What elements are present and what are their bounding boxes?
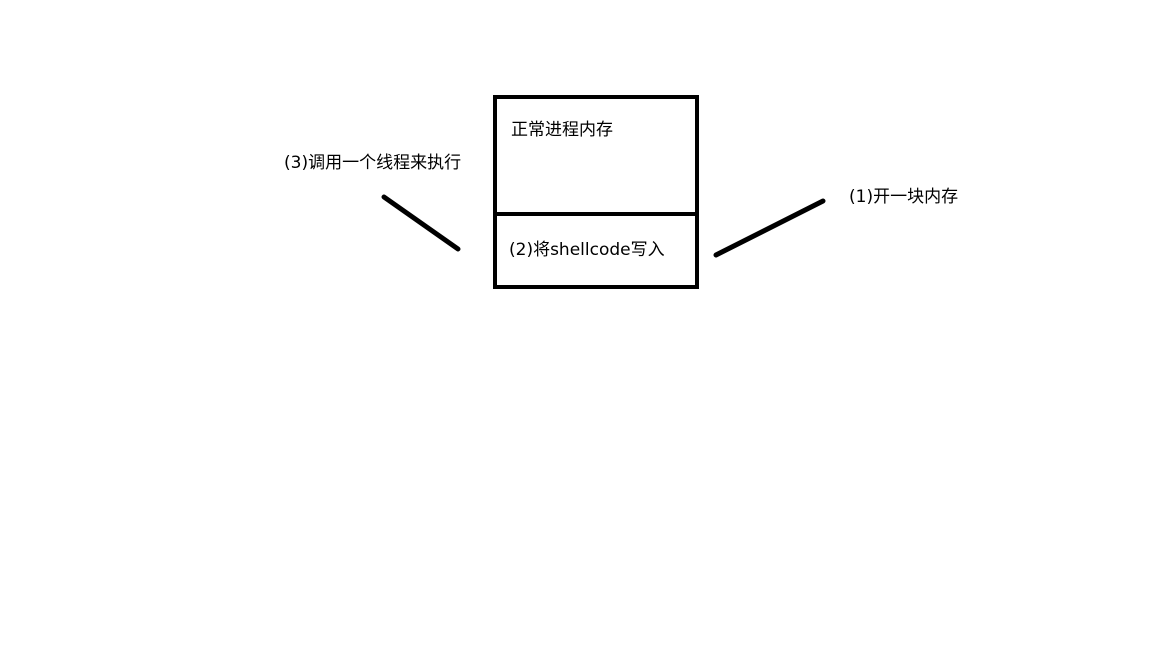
right-connector-line (713, 198, 826, 258)
memory-divider (497, 212, 695, 216)
left-connector-line (381, 194, 461, 252)
process-memory-label: 正常进程内存 (511, 120, 613, 140)
call-thread-annotation: (3)调用一个线程来执行 (284, 153, 462, 173)
process-memory-box (493, 95, 699, 289)
allocate-memory-annotation: (1)开一块内存 (849, 187, 959, 207)
write-shellcode-label: (2)将shellcode写入 (509, 240, 665, 260)
